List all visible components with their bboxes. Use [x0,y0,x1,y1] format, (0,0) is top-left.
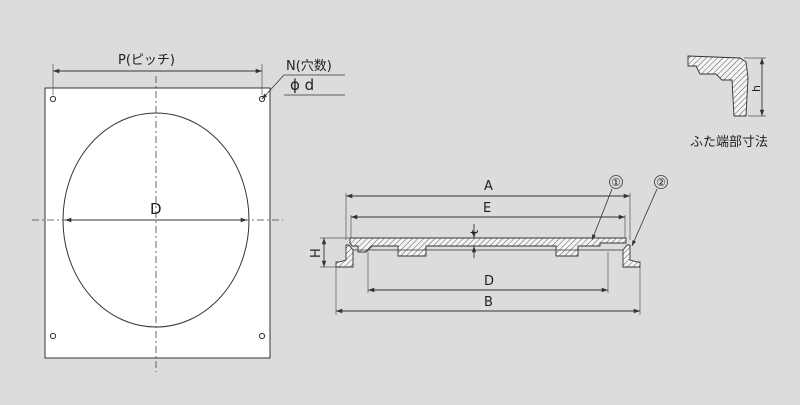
d-label: D [484,274,494,289]
part-2-leader [631,188,658,247]
a-label: A [484,179,493,194]
mounting-hole [258,95,266,103]
mounting-hole [258,332,266,340]
lid-edge-detail: h ふた端部寸法 [687,55,768,150]
part-1-leader [591,188,613,241]
lid-detail-caption: ふた端部寸法 [690,135,768,150]
hole-leader-line [261,74,285,100]
h-label: H [309,248,324,258]
hole-diameter-label: ϕ d [290,76,314,94]
plan-view: D P(ピッチ) N(穴数) ϕ d [32,53,345,372]
part-1-circle [609,175,623,189]
e-label: E [483,201,491,216]
lid-edge-profile [687,55,749,117]
frame-left-section [335,244,354,268]
h-small-label: h [750,85,763,92]
part-1-label: ① [611,176,621,189]
t-label: t [468,229,481,234]
part-2-label: ② [656,176,666,189]
holes-label: N(穴数) [286,59,332,74]
mounting-hole [49,95,57,103]
diameter-label: D [150,200,162,218]
square-plate [44,87,271,359]
frame-right-section [622,244,641,268]
mounting-hole [49,332,57,340]
lid-section [349,237,627,257]
pitch-label: P(ピッチ) [118,53,175,68]
b-label: B [484,295,493,310]
part-2-circle [654,175,668,189]
section-view: A E t D B H ① ② [309,175,668,315]
